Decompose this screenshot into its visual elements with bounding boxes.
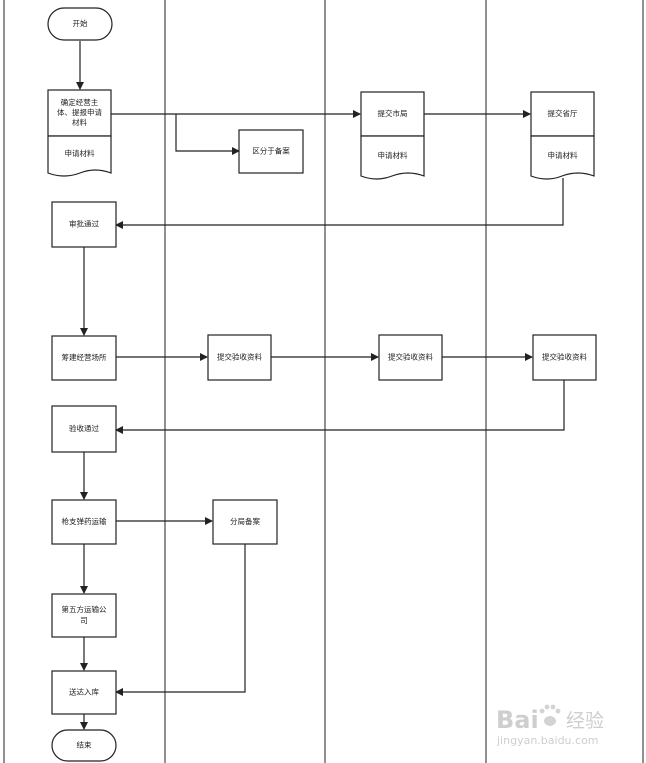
province-submit-node: 提交省厅 申请材料 [530,91,595,180]
determine-label-line-3: 材料 [72,117,87,127]
acceptance-node-2: 提交验收资料 [378,334,443,381]
acceptance-node-3: 提交验收资料 [532,334,597,381]
edge-bureau-warehouse [115,544,246,696]
district-file-label: 区分于备案 [252,146,290,156]
warehouse-node: 送达入库 [51,670,117,715]
watermark-url: jingyan.baidu.com [496,734,599,747]
city-submit-node: 提交市局 申请材料 [360,91,425,180]
transport-label: 枪支弹药运输 [62,516,107,526]
edge-province-approve [115,178,564,229]
third-party-label-line-2: 司 [80,616,88,625]
edge-determine-district [175,114,240,155]
province-doc-label: 申请材料 [548,150,578,160]
transport-node: 枪支弹药运输 [51,499,117,545]
build-site-label: 筹建经营场所 [62,352,107,362]
watermark: Bai 经验 jingyan.baidu.com [496,704,604,747]
end-label: 结束 [77,740,92,750]
acceptance-node-1: 提交验收资料 [207,334,272,381]
city-doc-label: 申请材料 [378,150,408,160]
acceptance-pass-label: 验收通过 [69,423,99,433]
acceptance-label-2: 提交验收资料 [388,352,433,362]
approve-label: 审批通过 [69,219,99,229]
province-submit-label: 提交省厅 [548,108,578,118]
start-node: 开始 [47,7,113,41]
determine-node: 确定经营主 体、提报申请 材料 申请材料 [47,89,112,177]
determine-doc-label: 申请材料 [65,148,95,158]
edge-accept3-pass [115,380,565,434]
acceptance-pass-node: 验收通过 [51,405,117,453]
bureau-file-node: 分局备案 [212,499,278,545]
watermark-brand: Bai [496,706,539,734]
paw-icon [539,704,561,726]
third-party-label-line-1: 第五方运输公 [62,604,107,614]
connectors [76,41,565,730]
acceptance-label-3: 提交验收资料 [542,352,587,362]
approve-node: 审批通过 [51,201,117,248]
watermark-brand-end: 经验 [566,710,604,732]
bureau-file-label: 分局备案 [230,516,260,526]
district-file-node: 区分于备案 [238,129,304,174]
warehouse-label: 送达入库 [69,687,99,697]
build-site-node: 筹建经营场所 [51,335,117,381]
end-node: 结束 [51,729,117,762]
city-submit-label: 提交市局 [378,108,408,118]
start-label: 开始 [73,18,88,28]
acceptance-label-1: 提交验收资料 [217,352,262,362]
determine-label-line-1: 确定经营主 [61,97,99,107]
determine-label-line-2: 体、提报申请 [57,107,102,117]
third-party-node: 第五方运输公 司 [51,593,117,638]
